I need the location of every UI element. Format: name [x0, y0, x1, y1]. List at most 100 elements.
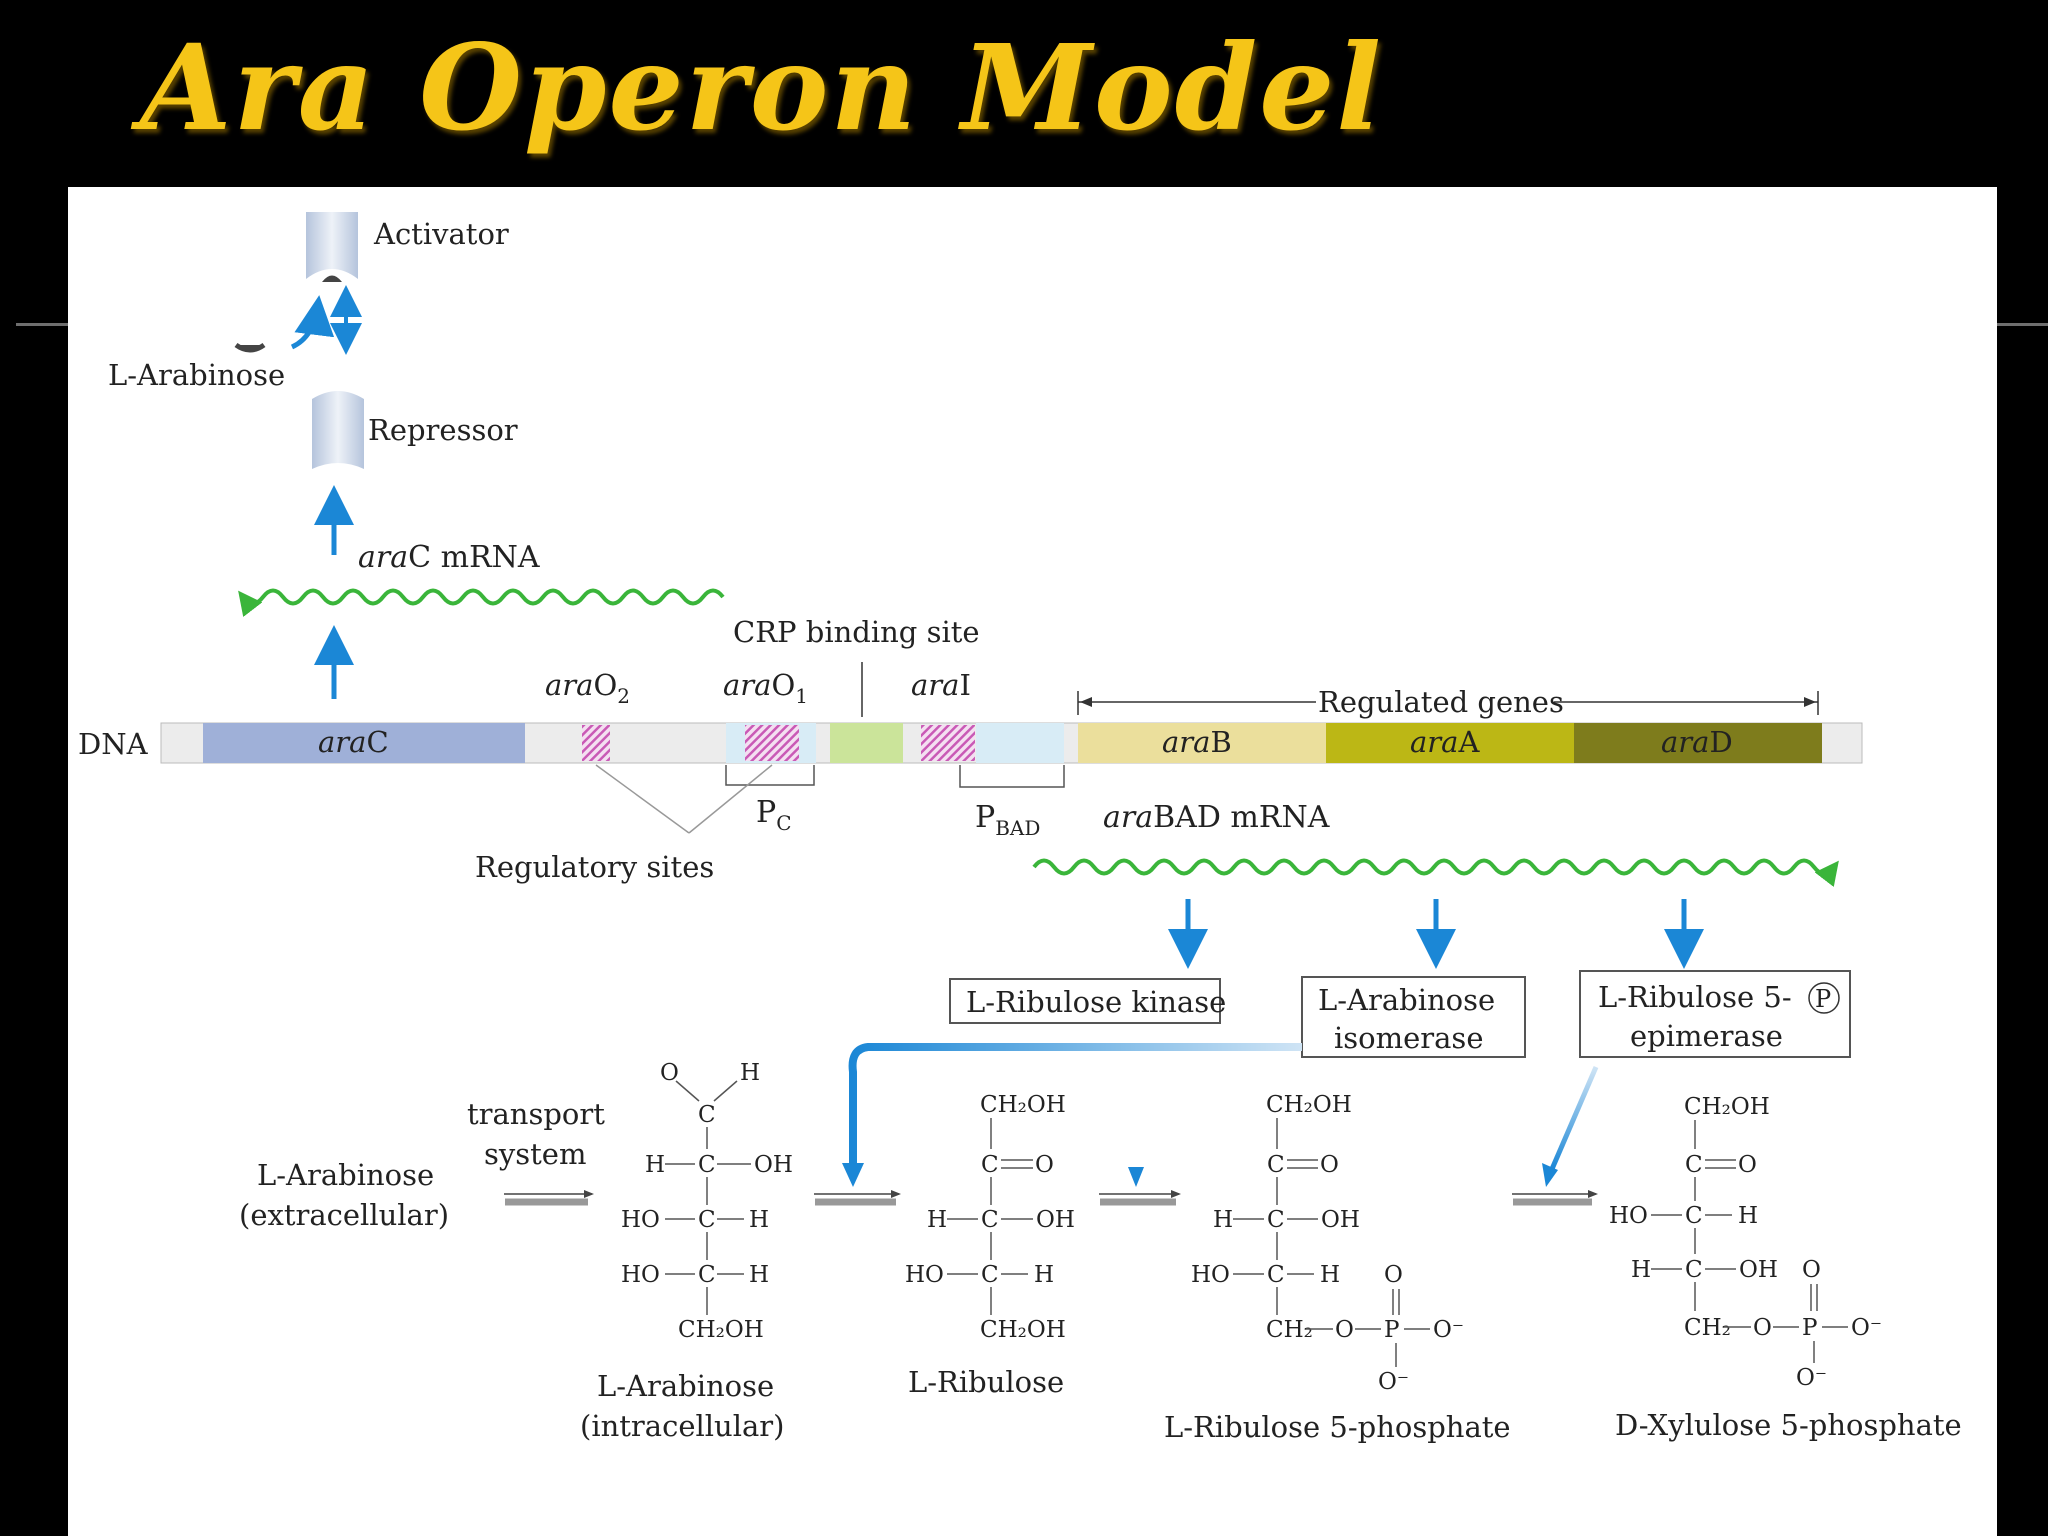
isomerase-action-arrow	[848, 1043, 1302, 1167]
kinase-action-arrowhead	[1128, 1167, 1144, 1187]
svg-text:H: H	[1034, 1262, 1054, 1288]
epimerase-equilibrium-arrow	[1512, 1190, 1598, 1206]
svg-text:O⁻: O⁻	[1796, 1365, 1827, 1391]
epimerase-action-arrowhead	[1542, 1163, 1558, 1187]
araa-gene-label: araA	[1410, 725, 1480, 759]
svg-text:O: O	[1738, 1152, 1757, 1178]
svg-text:C: C	[1267, 1152, 1285, 1178]
arac-mrna-label: araC mRNA	[358, 540, 540, 575]
svg-text:CH₂OH: CH₂OH	[980, 1317, 1066, 1343]
svg-text:HO: HO	[905, 1262, 944, 1288]
pc-label: PC	[756, 795, 792, 835]
enzyme-kinase: L-Ribulose kinase	[949, 978, 1226, 1024]
arao2-site	[582, 725, 610, 761]
transport-label-2: system	[484, 1137, 586, 1171]
svg-text:H: H	[1320, 1262, 1340, 1288]
arab-gene	[1078, 723, 1326, 763]
int-arabinose-label-1: L-Arabinose	[597, 1369, 774, 1403]
kinase-equilibrium-arrow	[1099, 1190, 1181, 1206]
svg-text:CH₂OH: CH₂OH	[1266, 1092, 1352, 1118]
svg-text:HO: HO	[621, 1262, 660, 1288]
isomerase-action-arrowhead	[842, 1163, 864, 1187]
svg-text:C: C	[1685, 1152, 1703, 1178]
arao1-label: araO1	[723, 668, 808, 708]
svg-text:O: O	[1753, 1315, 1772, 1341]
regulatory-sites-label: Regulatory sites	[475, 850, 714, 884]
arao2-label: araO2	[545, 668, 630, 708]
structure-l-ribulose: CH₂OH C O H C OH HO C H CH₂OH	[905, 1092, 1075, 1343]
enzyme-isomerase-label-2: isomerase	[1334, 1021, 1483, 1055]
arac-gene	[203, 723, 525, 763]
svg-text:H: H	[1631, 1257, 1651, 1283]
svg-text:OH: OH	[754, 1152, 793, 1178]
svg-text:O⁻: O⁻	[1851, 1315, 1882, 1341]
isomerase-equilibrium-arrow	[814, 1190, 901, 1206]
transport-equilibrium-arrow	[504, 1190, 594, 1206]
r5p-label: L-Ribulose 5-phosphate	[1164, 1410, 1511, 1444]
svg-text:H: H	[749, 1207, 769, 1233]
araa-gene	[1326, 723, 1574, 763]
transport-label-1: transport	[467, 1097, 605, 1131]
arabinose-ligand-shape	[234, 342, 266, 353]
x5p-label: D-Xylulose 5-phosphate	[1615, 1408, 1962, 1442]
enzyme-kinase-label: L-Ribulose kinase	[966, 985, 1226, 1019]
arai-label: araI	[911, 668, 971, 702]
svg-text:OH: OH	[1036, 1207, 1075, 1233]
arabad-mrna-label: araBAD mRNA	[1103, 800, 1330, 835]
crp-site	[830, 723, 903, 763]
structure-l-arabinose: O H C H C OH HO C H HO C H CH₂OH	[621, 1060, 793, 1343]
arad-gene-label: araD	[1661, 725, 1733, 759]
ext-arabinose-label-2: (extracellular)	[239, 1198, 449, 1232]
dna-strand	[160, 722, 1863, 764]
svg-text:P: P	[1802, 1315, 1817, 1341]
dna-label: DNA	[78, 727, 149, 761]
svg-text:C: C	[1267, 1262, 1285, 1288]
svg-text:O: O	[1384, 1262, 1403, 1288]
epimerase-action-arrow	[1549, 1066, 1599, 1170]
activator-protein	[306, 212, 358, 282]
svg-text:HO: HO	[1191, 1262, 1230, 1288]
svg-text:C: C	[1685, 1203, 1703, 1229]
title-rule-left	[16, 323, 72, 326]
structure-l-ribulose-5-phosphate: CH₂OH C O H C OH HO C H CH₂ O P O⁻ O O⁻	[1191, 1092, 1464, 1395]
diagram-panel: Activator L-Arabinose Repressor araC mRN…	[68, 187, 1997, 1536]
ext-arabinose-label-1: L-Arabinose	[257, 1158, 434, 1192]
enzyme-epimerase-circle-label: P	[1815, 985, 1831, 1013]
repressor-protein	[312, 391, 364, 469]
svg-text:HO: HO	[621, 1207, 660, 1233]
arad-gene	[1574, 723, 1822, 763]
svg-text:C: C	[981, 1262, 999, 1288]
pbad-promoter	[976, 723, 1064, 763]
enzyme-epimerase: L-Ribulose 5- P epimerase	[1579, 970, 1851, 1058]
svg-text:O: O	[660, 1060, 679, 1086]
ara-operon-diagram: Activator L-Arabinose Repressor araC mRN…	[78, 212, 1962, 1444]
title-rule-right	[1996, 323, 2048, 326]
svg-text:CH₂OH: CH₂OH	[980, 1092, 1066, 1118]
enzyme-isomerase: L-Arabinose isomerase	[1301, 976, 1526, 1058]
svg-text:H: H	[645, 1152, 665, 1178]
activator-label: Activator	[373, 217, 509, 251]
svg-text:CH₂OH: CH₂OH	[1684, 1094, 1770, 1120]
arac-mrna-wave	[238, 588, 725, 617]
repressor-label: Repressor	[368, 413, 518, 447]
arabinose-binding-arrow	[290, 295, 335, 350]
pbad-bracket	[959, 765, 1065, 788]
svg-text:C: C	[1267, 1207, 1285, 1233]
arai-site	[921, 725, 975, 761]
regulated-genes-label: Regulated genes	[1318, 685, 1564, 719]
enzyme-epimerase-label-2: epimerase	[1630, 1019, 1783, 1053]
svg-text:O: O	[1320, 1152, 1339, 1178]
svg-text:OH: OH	[1739, 1257, 1778, 1283]
regulatory-sites-pointer	[595, 764, 773, 834]
svg-text:C: C	[1685, 1257, 1703, 1283]
svg-text:H: H	[749, 1262, 769, 1288]
svg-text:O: O	[1035, 1152, 1054, 1178]
svg-text:CH₂: CH₂	[1684, 1315, 1731, 1341]
arab-gene-label: araB	[1162, 725, 1232, 759]
phosphate-circle-icon	[1808, 982, 1840, 1014]
int-arabinose-label-2: (intracellular)	[580, 1409, 784, 1443]
svg-text:H: H	[1213, 1207, 1233, 1233]
crp-binding-site-label: CRP binding site	[733, 615, 980, 649]
svg-text:H: H	[740, 1060, 760, 1086]
structure-d-xylulose-5-phosphate: CH₂OH C O HO C H H C OH CH₂ O P O⁻ O O⁻	[1609, 1094, 1882, 1391]
